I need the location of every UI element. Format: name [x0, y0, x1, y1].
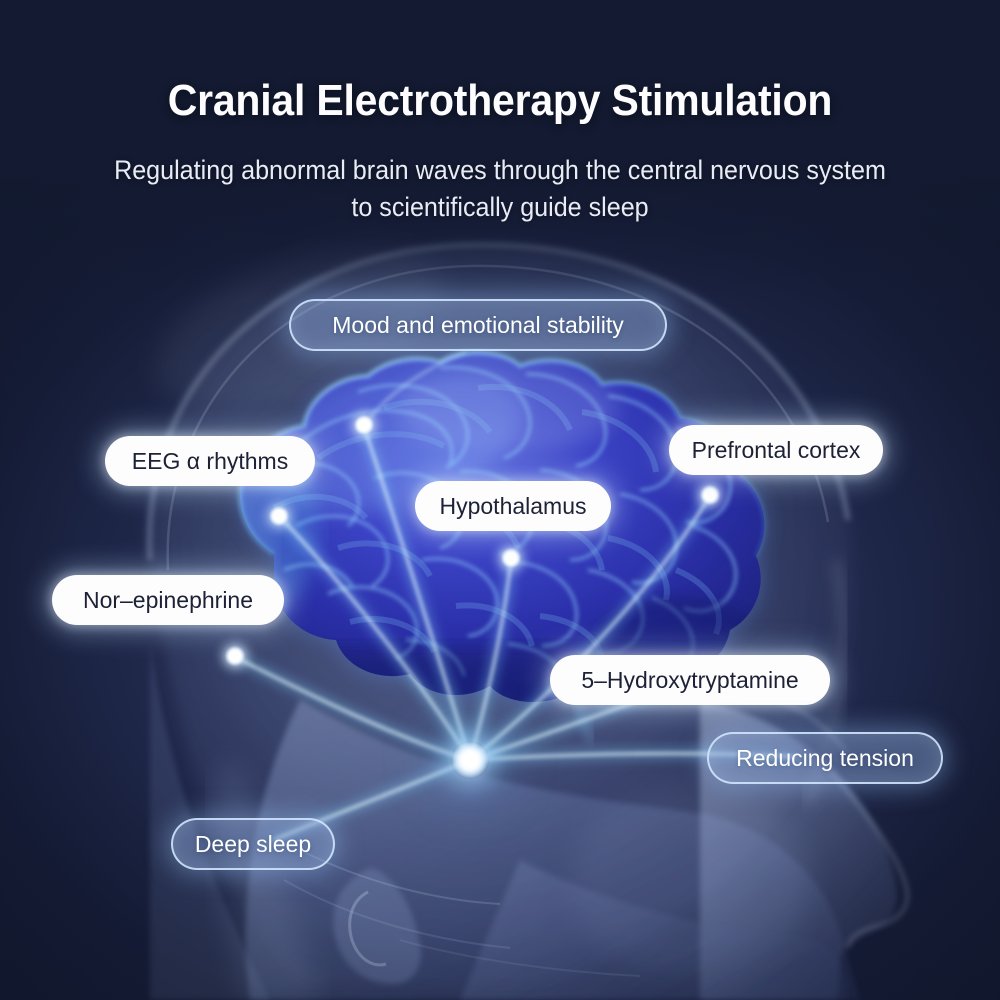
label-pill-prefrontal-cortex[interactable]: Prefrontal cortex — [669, 425, 883, 475]
label-pill-eeg-alpha-rhythms[interactable]: EEG α rhythms — [105, 436, 315, 486]
top-fade-overlay — [0, 0, 1000, 300]
node-dot-eeg-alpha-rhythms — [353, 414, 375, 436]
label-pill-text: 5–Hydroxytryptamine — [581, 666, 799, 693]
label-pill-text: Mood and emotional stability — [332, 311, 624, 338]
label-pill-nor-epinephrine[interactable]: Nor–epinephrine — [52, 575, 284, 625]
page-subtitle: Regulating abnormal brain waves through … — [35, 152, 965, 227]
page-title: Cranial Electrotherapy Stimulation — [167, 76, 833, 125]
label-pill-text: Reducing tension — [736, 744, 914, 771]
node-dot-hypothalamus — [500, 547, 522, 569]
label-pill-reducing-tension[interactable]: Reducing tension — [707, 732, 943, 784]
stimulation-point — [451, 741, 489, 779]
label-pill-mood-and-emotional-stability[interactable]: Mood and emotional stability — [289, 299, 667, 351]
label-pill-hypothalamus[interactable]: Hypothalamus — [415, 481, 611, 531]
node-dot-deep-sleep — [224, 645, 246, 667]
subtitle-line-1: Regulating abnormal brain waves through … — [114, 155, 886, 185]
label-pill-deep-sleep[interactable]: Deep sleep — [171, 818, 335, 870]
label-pill-text: Prefrontal cortex — [691, 436, 861, 463]
label-pill-text: EEG α rhythms — [131, 447, 289, 474]
label-pill-5-hydroxytryptamine[interactable]: 5–Hydroxytryptamine — [550, 655, 830, 705]
label-pill-text: Deep sleep — [194, 830, 312, 857]
label-pill-text: Nor–epinephrine — [82, 586, 254, 613]
label-pill-text: Hypothalamus — [439, 492, 587, 519]
node-dot-nor-epinephrine — [268, 505, 290, 527]
subtitle-line-2: to scientifically guide sleep — [351, 192, 649, 223]
node-dot-prefrontal-cortex — [699, 484, 721, 506]
